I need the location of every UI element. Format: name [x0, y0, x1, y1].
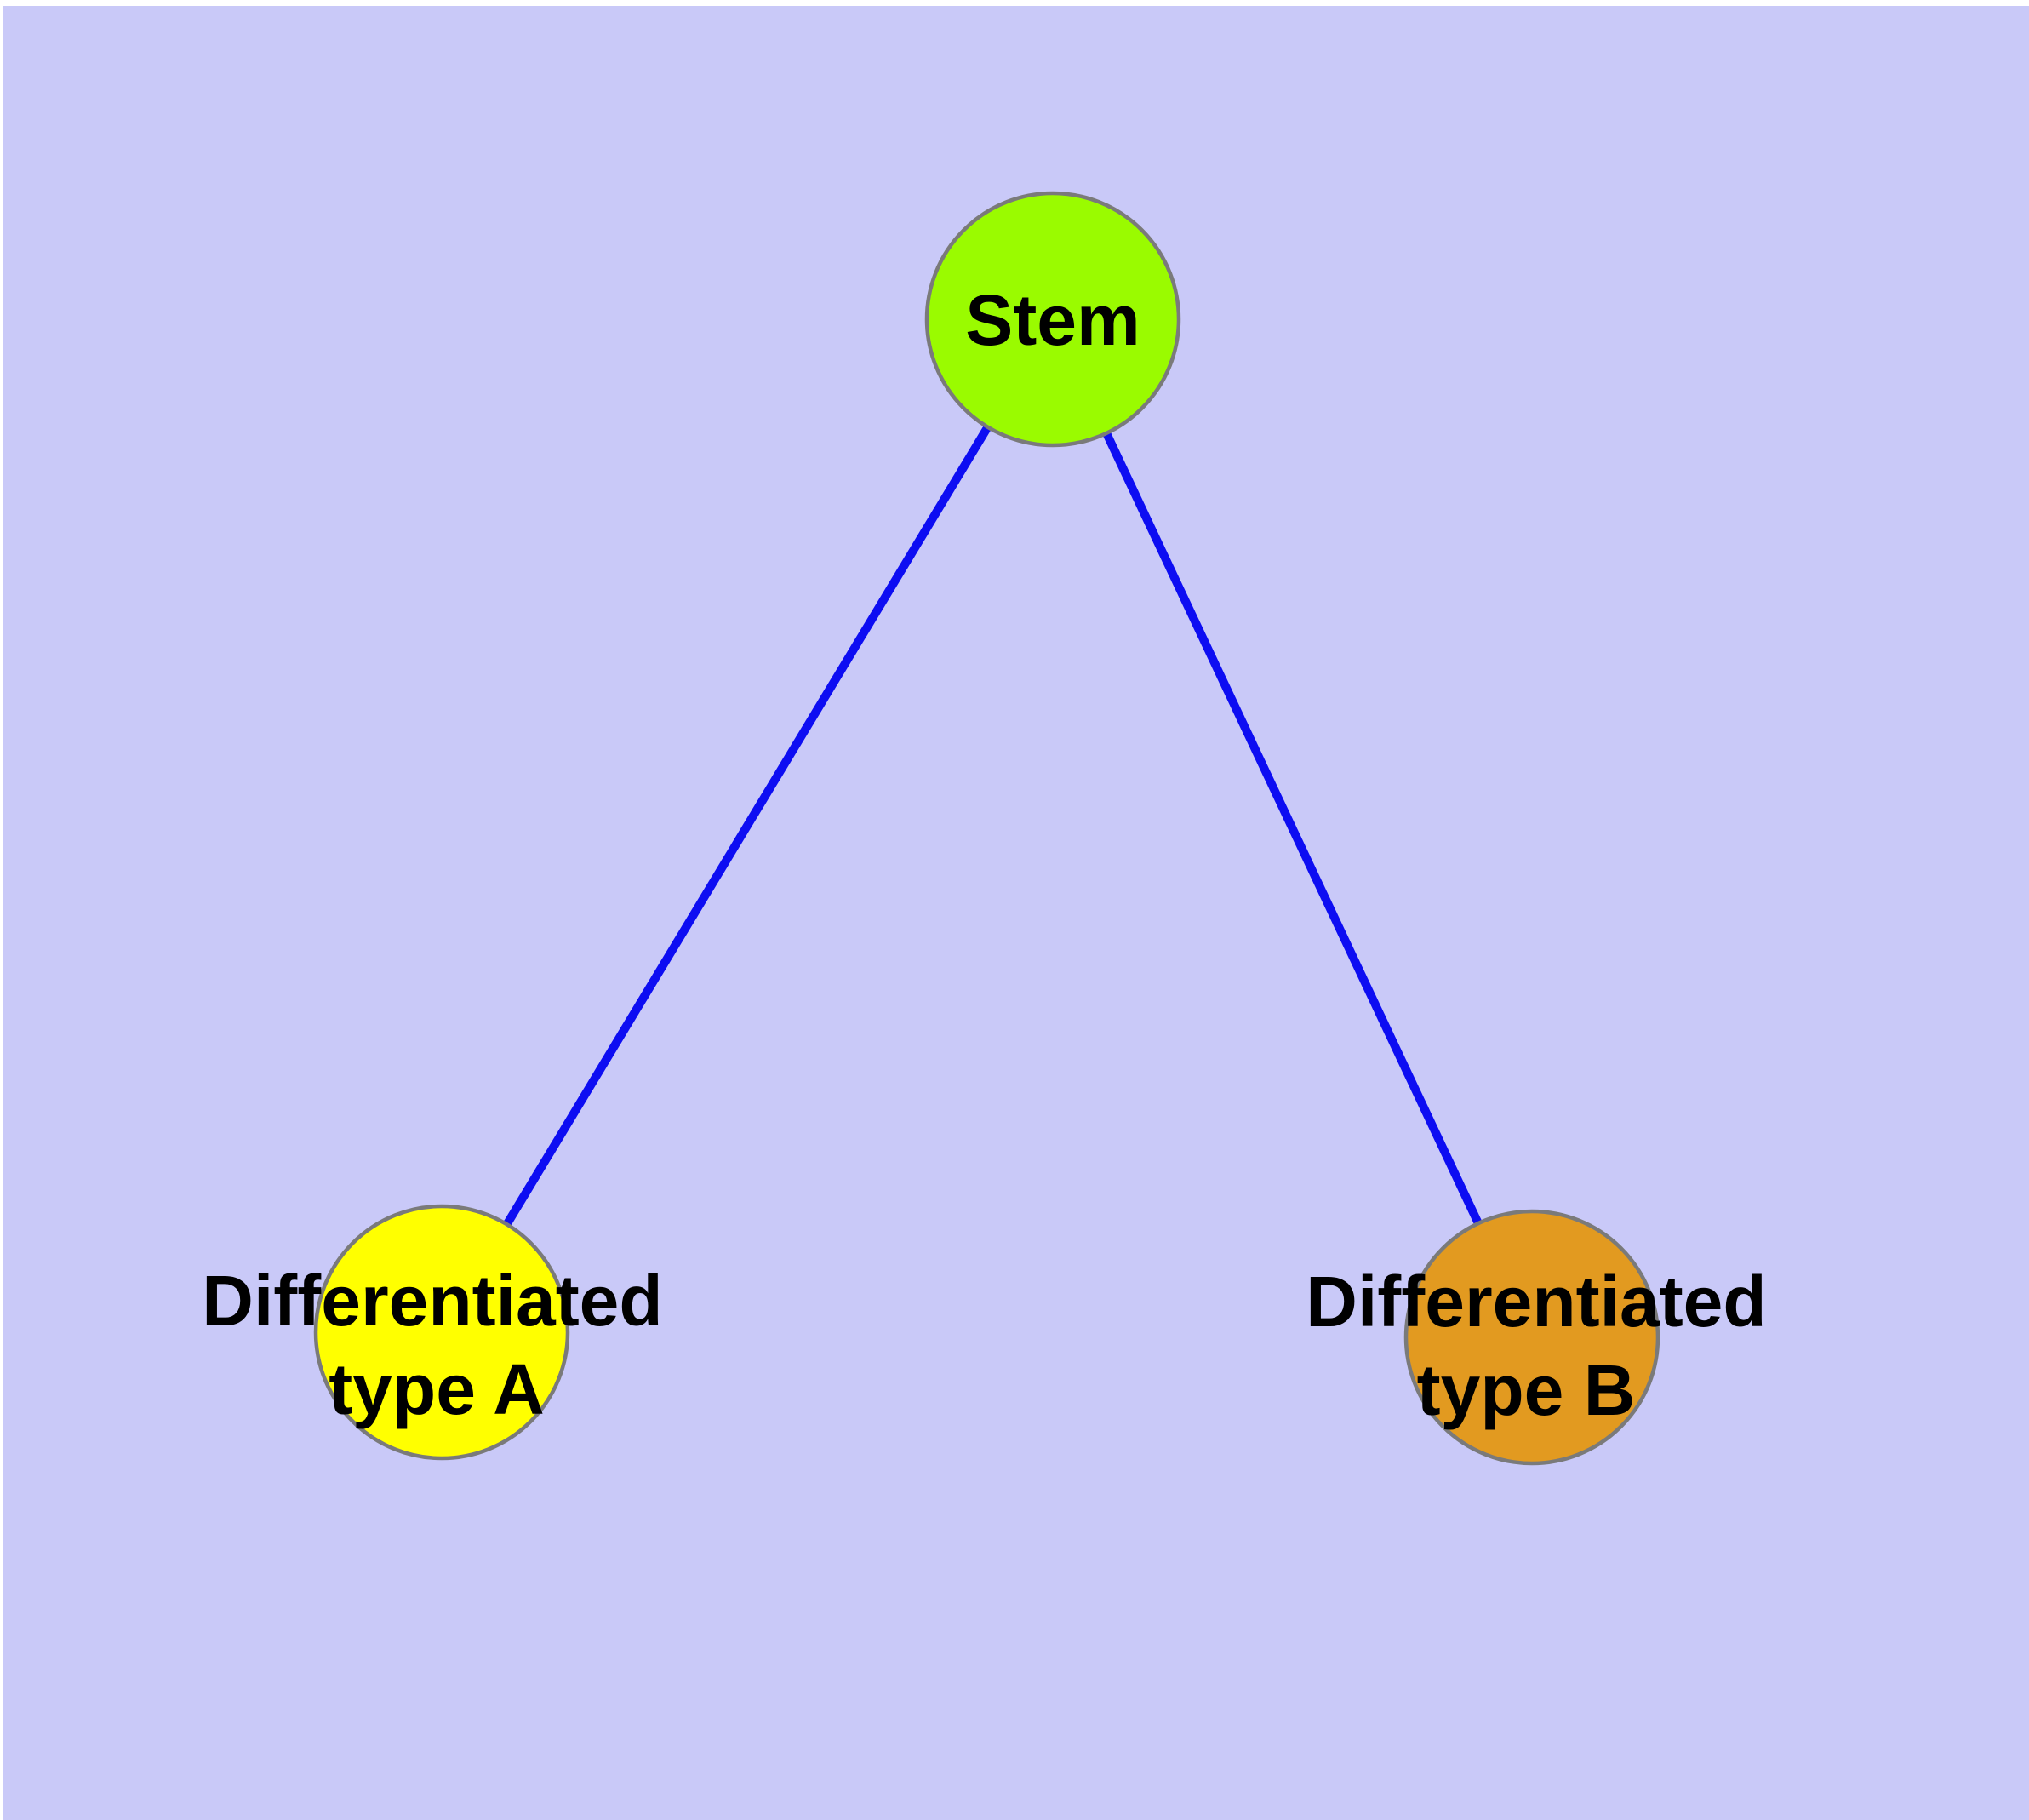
node-differentiated-type-a-label-line1: Differentiated [202, 1261, 662, 1341]
node-differentiated-type-b-circle [1403, 1209, 1660, 1466]
node-differentiated-type-a-circle [313, 1204, 570, 1461]
node-stem-label: Stem [965, 280, 1140, 360]
node-stem-circle [924, 191, 1181, 448]
edge-stem-to-type-b [1049, 317, 1536, 1340]
node-differentiated-type-b-label-line1: Differentiated [1306, 1262, 1766, 1342]
node-differentiated-type-a-label-line2: type A [329, 1349, 545, 1429]
node-stem: Stem [924, 191, 1181, 448]
node-differentiated-type-b: Differentiated type B [1306, 1209, 1767, 1466]
node-differentiated-type-b-label-line2: type B [1417, 1350, 1636, 1430]
node-differentiated-type-a: Differentiated type A [202, 1204, 663, 1461]
edge-stem-to-type-a [437, 317, 1057, 1335]
